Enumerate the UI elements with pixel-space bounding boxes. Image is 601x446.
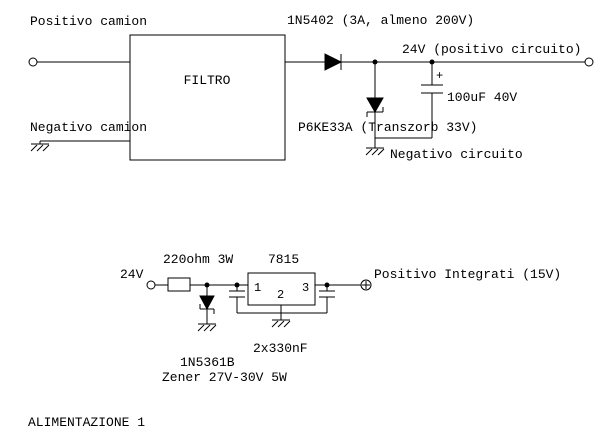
ground-symbol-circuito bbox=[365, 147, 385, 156]
filtro-box bbox=[129, 34, 286, 161]
pin-3-label: 3 bbox=[302, 281, 309, 295]
transzorb-diode-p6ke33a bbox=[366, 62, 384, 148]
label-zener-name: 1N5361B bbox=[180, 355, 235, 370]
page-title: ALIMENTAZIONE 1 bbox=[28, 415, 145, 430]
label-negativo-camion: Negativo camion bbox=[30, 120, 147, 135]
ground-symbol-camion bbox=[30, 141, 50, 152]
zener-diode-1n5361b bbox=[199, 285, 215, 324]
pin-1-label: 1 bbox=[254, 281, 261, 295]
terminal-positivo-camion bbox=[28, 57, 38, 67]
regulator-7815-box bbox=[247, 272, 316, 306]
terminal-24v-input bbox=[146, 280, 156, 290]
label-caps-2x330nf: 2x330nF bbox=[253, 341, 308, 356]
label-negativo-circuito: Negativo circuito bbox=[390, 147, 523, 162]
top-circuit: Positivo camion 1N5402 (3A, almeno 200V)… bbox=[28, 13, 594, 162]
output-capacitor-330nf bbox=[319, 282, 335, 313]
label-7815: 7815 bbox=[268, 252, 299, 267]
electrolytic-capacitor-100uf bbox=[375, 62, 443, 139]
label-positivo-integrati: Positivo Integrati (15V) bbox=[374, 267, 561, 282]
ground-symbol-zener bbox=[197, 323, 217, 332]
pin-2-label: 2 bbox=[277, 288, 284, 302]
label-positivo-camion: Positivo camion bbox=[30, 14, 147, 29]
label-cap-100uf: 100uF 40V bbox=[447, 90, 517, 105]
label-diode-1n5402: 1N5402 (3A, almeno 200V) bbox=[287, 13, 474, 28]
label-24v-positivo-circuito: 24V (positivo circuito) bbox=[402, 42, 581, 57]
diode-1n5402 bbox=[324, 53, 343, 71]
bottom-circuit: 24V 220ohm 3W 1N5361B Zener 27V-30V 5W 7… bbox=[120, 252, 561, 385]
label-resistor-220ohm: 220ohm 3W bbox=[163, 252, 233, 267]
ground-symbol-regulator bbox=[271, 319, 291, 328]
terminal-24v-positivo-circuito bbox=[584, 57, 594, 67]
label-24v-input: 24V bbox=[120, 267, 144, 282]
resistor-220ohm bbox=[167, 277, 191, 292]
terminal-positivo-integrati bbox=[360, 279, 372, 291]
label-cap-polarity-plus: + bbox=[436, 69, 443, 83]
label-zener-spec: Zener 27V-30V 5W bbox=[162, 370, 287, 385]
input-capacitor-330nf bbox=[229, 282, 245, 313]
label-filtro: FILTRO bbox=[184, 73, 231, 88]
label-transzorb: P6KE33A (Transzorb 33V) bbox=[298, 120, 477, 135]
